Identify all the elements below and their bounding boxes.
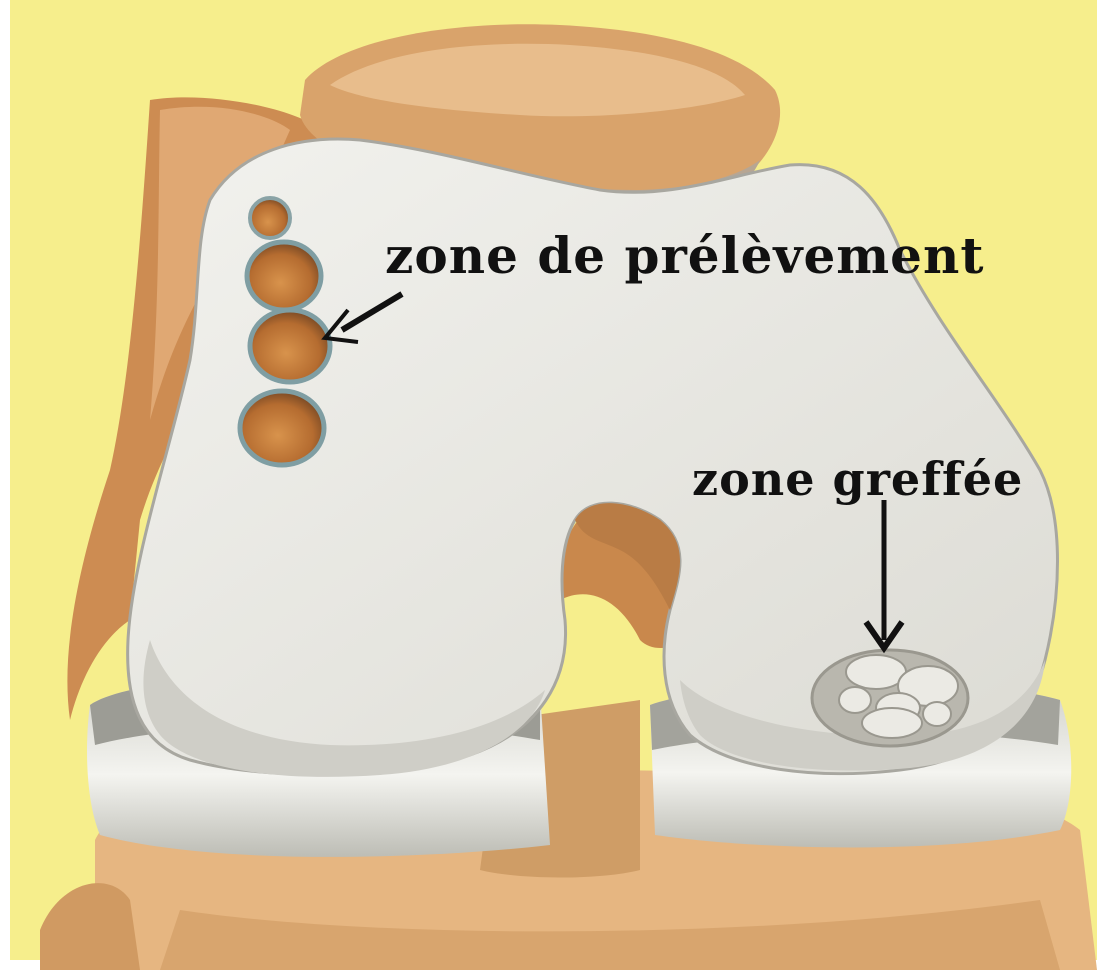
label-harvest-zone: zone de prélèvement [385,226,984,285]
graft-plug [862,708,922,738]
graft-plug [846,655,906,689]
graft-plug [839,687,871,713]
harvest-hole-1 [250,198,290,238]
harvest-hole-4 [240,391,324,465]
harvest-hole-3 [250,310,330,382]
frame-left-edge [0,0,10,970]
graft-mosaic [812,650,968,746]
harvest-hole-2 [247,242,321,310]
graft-plug [923,702,951,726]
label-grafted-zone: zone greffée [692,452,1023,506]
